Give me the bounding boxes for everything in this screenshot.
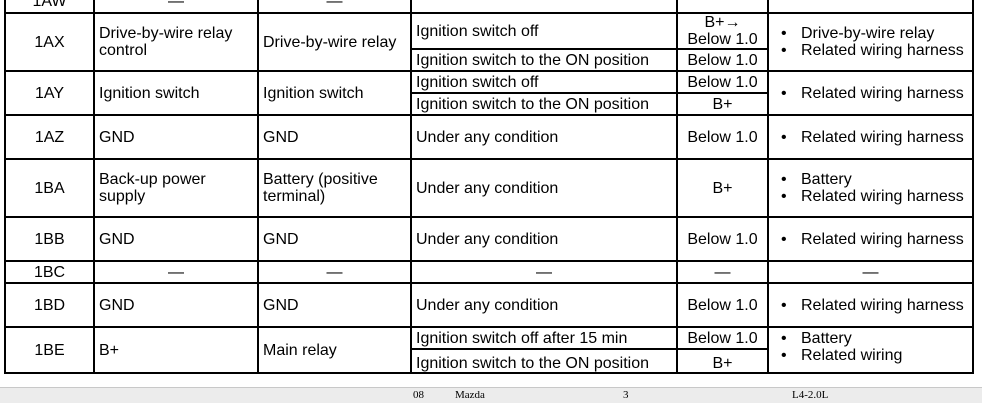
output-cell: Ignition switch [257, 70, 412, 116]
output-cell: GND [257, 216, 412, 262]
condition-cell: Under any condition [410, 158, 678, 218]
table-row: Ignition switch to the ON position B+ [5, 92, 973, 116]
input-cell: — [93, 260, 259, 284]
output-cell: GND [257, 282, 412, 328]
condition-cell: Ignition switch to the ON position [410, 48, 678, 72]
condition-cell: Under any condition [410, 114, 678, 160]
input-cell: — [93, 0, 259, 14]
inspection-cell: Related wiring harness [767, 216, 974, 262]
output-cell: GND [257, 114, 412, 160]
table-row: 1BA Back-up power supply Battery (positi… [4, 158, 974, 218]
condition-cell: Ignition switch off after 15 min [410, 326, 678, 350]
voltage-cell: Below 1.0 [676, 216, 769, 262]
inspection-item: Related wiring harness [781, 129, 968, 146]
voltage-cell: B+ [676, 348, 769, 374]
terminal-cell: 1AZ [4, 114, 95, 160]
voltage-cell: Below 1.0 [676, 114, 769, 160]
inspection-cell: Related wiring harness [767, 70, 974, 116]
inspection-item: Related wiring harness [781, 42, 968, 59]
table-row: Ignition switch to the ON position B+ [5, 348, 973, 374]
table-row: 1AZ GND GND Under any condition Below 1.… [4, 114, 974, 160]
inspection-item: Drive-by-wire relay [781, 25, 968, 42]
footer-engine: L4-2.0L [792, 389, 829, 401]
terminal-cell: 1AY [4, 70, 95, 116]
condition-cell: Ignition switch to the ON position [410, 348, 678, 374]
voltage-cell: B+ [676, 158, 769, 218]
output-cell: Drive-by-wire relay [257, 12, 412, 72]
input-cell: GND [93, 282, 259, 328]
inspection-cell: Related wiring harness [767, 282, 974, 328]
footer-page: 08 [413, 389, 424, 401]
condition-cell: Ignition switch off [410, 70, 678, 94]
input-cell: Back-up power supply [93, 158, 259, 218]
inspection-item: Battery [781, 171, 968, 188]
table-row: 1BD GND GND Under any condition Below 1.… [4, 282, 974, 328]
condition-cell: — [410, 260, 678, 284]
inspection-item: Related wiring harness [781, 297, 968, 314]
footer-make: Mazda [455, 389, 485, 401]
inspection-cell: Related wiring harness [767, 114, 974, 160]
voltage-cell: Below 1.0 [676, 282, 769, 328]
terminal-cell: 1AX [4, 12, 95, 72]
condition-cell: Ignition switch off [410, 12, 678, 50]
table-row: 1BE B+ Main relay Ignition switch off af… [4, 326, 974, 374]
table-row: 1AX Drive-by-wire relay control Drive-by… [4, 12, 974, 72]
output-cell: — [257, 0, 412, 14]
table-row: 1BB GND GND Under any condition Below 1.… [4, 216, 974, 262]
voltage-cell: B+ [676, 92, 769, 116]
voltage-cell: B+→ Below 1.0 [676, 12, 769, 50]
inspection-cell: Battery Related wiring harness [767, 158, 974, 218]
table-row: 1AY Ignition switch Ignition switch Igni… [4, 70, 974, 116]
inspection-cell: — [767, 260, 974, 284]
terminal-cell: 1BD [4, 282, 95, 328]
pin-voltage-table: 1AW — — 1AX Drive-by-wire relay control … [4, 0, 974, 374]
voltage-cell: — [676, 260, 769, 284]
inspection-item: Related wiring [781, 347, 968, 364]
footer-bar: 08 Mazda 3 L4-2.0L [0, 387, 982, 403]
terminal-cell: 1BE [4, 326, 95, 374]
inspection-item: Related wiring harness [781, 85, 968, 102]
voltage-cell: Below 1.0 [676, 326, 769, 350]
voltage-cell: Below 1.0 [676, 48, 769, 72]
terminal-cell: 1BC [4, 260, 95, 284]
output-cell: — [257, 260, 412, 284]
inspection-cell: Battery Related wiring [767, 326, 974, 374]
condition-cell: Ignition switch to the ON position [410, 92, 678, 116]
table-row: 1AW — — [4, 0, 974, 14]
voltage-cell: Below 1.0 [676, 70, 769, 94]
input-cell: GND [93, 216, 259, 262]
condition-cell: Under any condition [410, 216, 678, 262]
input-cell: Drive-by-wire relay control [93, 12, 259, 72]
document-page: 1AW — — 1AX Drive-by-wire relay control … [0, 0, 982, 387]
table-row: 1BC — — — — — [4, 260, 974, 284]
input-cell: GND [93, 114, 259, 160]
footer-number: 3 [623, 389, 629, 401]
inspection-cell: Drive-by-wire relay Related wiring harne… [767, 12, 974, 72]
table-row: Ignition switch to the ON position Below… [5, 48, 973, 72]
terminal-cell: 1BB [4, 216, 95, 262]
terminal-cell: 1AW [4, 0, 95, 14]
condition-cell: Under any condition [410, 282, 678, 328]
input-cell: Ignition switch [93, 70, 259, 116]
inspection-item: Related wiring harness [781, 188, 968, 205]
terminal-cell: 1BA [4, 158, 95, 218]
output-cell: Battery (positive terminal) [257, 158, 412, 218]
inspection-item: Battery [781, 330, 968, 347]
output-cell: Main relay [257, 326, 412, 374]
input-cell: B+ [93, 326, 259, 374]
inspection-item: Related wiring harness [781, 231, 968, 248]
